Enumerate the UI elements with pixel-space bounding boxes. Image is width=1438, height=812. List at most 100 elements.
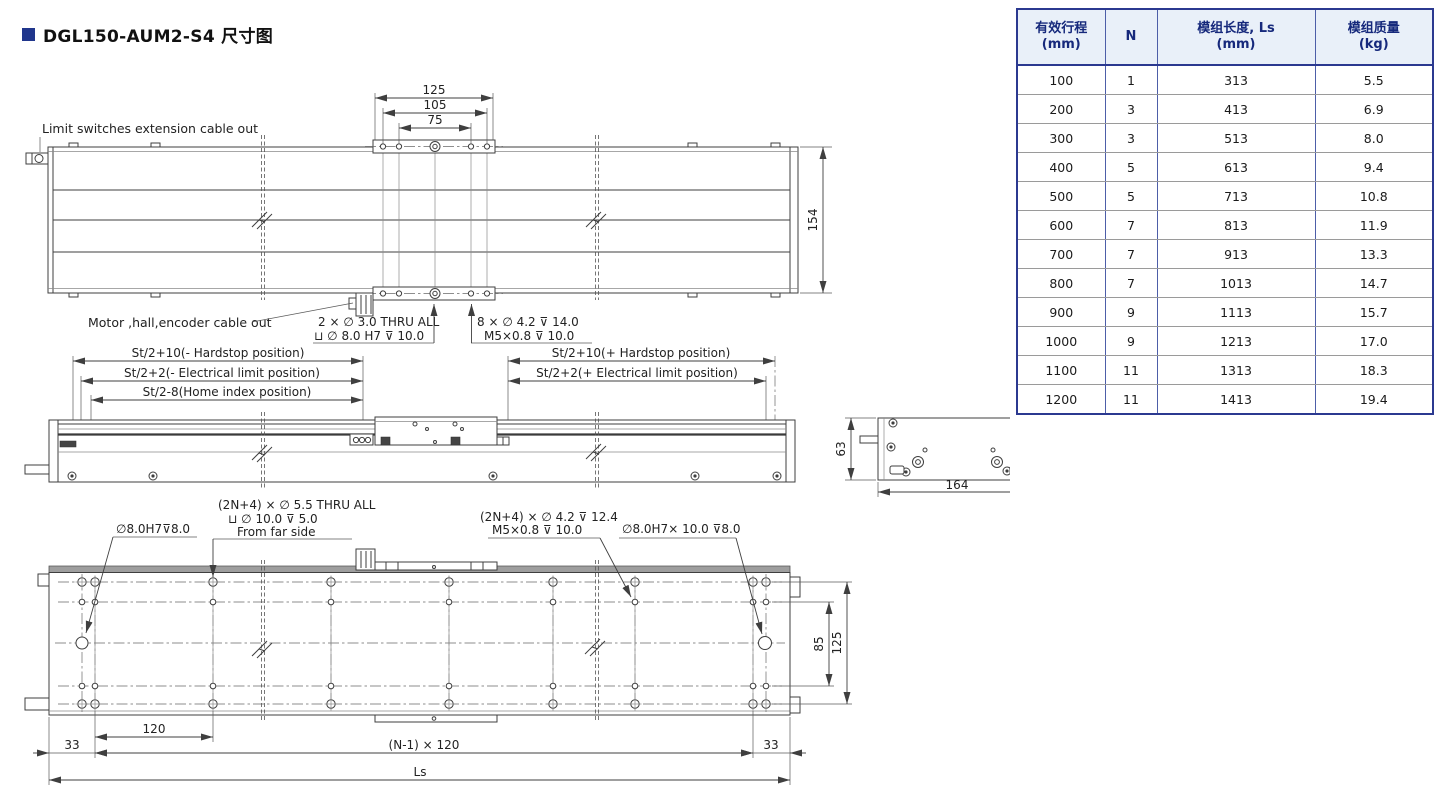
spec-table-cell: 813 — [1156, 210, 1315, 240]
carriage-plate-bottom — [365, 287, 503, 300]
end-view-pin — [860, 436, 878, 443]
spec-table-cell: 1100 — [1017, 355, 1105, 385]
dowel-hole-right — [759, 637, 772, 650]
spec-table-cell: 9 — [1104, 326, 1157, 356]
spec-table-cell: 900 — [1017, 297, 1105, 327]
motor-cable-connector — [349, 293, 373, 316]
dim-75: 75 — [427, 113, 442, 127]
spec-table-cell: 7 — [1104, 210, 1157, 240]
spec-table-cell: 913 — [1156, 239, 1315, 269]
dim-n1x120: (N-1) × 120 — [389, 738, 460, 752]
dim-164: 164 — [946, 478, 969, 492]
spec-table-cell: 800 — [1017, 268, 1105, 298]
spec-table-cell: 11.9 — [1314, 210, 1433, 240]
spec-table-cell: 313 — [1156, 65, 1315, 95]
spec-table-cell: 1013 — [1156, 268, 1315, 298]
spec-table-cell: 5 — [1104, 152, 1157, 182]
spec-table-cell: 1113 — [1156, 297, 1315, 327]
note-counterbore-line2: ⊔ ∅ 8.0 H7 ⊽ 10.0 — [314, 329, 424, 343]
dim-125: 125 — [423, 83, 446, 97]
side-carriage — [350, 417, 509, 445]
spec-table-cell: 3 — [1104, 123, 1157, 153]
dim-neg-hardstop: St/2+10(- Hardstop position) — [132, 346, 305, 360]
dim-33-left: 33 — [64, 738, 79, 752]
spec-table-cell: 1 — [1104, 65, 1157, 95]
spec-table-cell: 5.5 — [1314, 65, 1433, 95]
spec-table-cell: 1000 — [1017, 326, 1105, 356]
limit-cable-connector — [26, 153, 48, 164]
page-title: DGL150-AUM2-S4 尺寸图 — [22, 22, 273, 47]
carriage-plate-top — [365, 140, 503, 153]
label-motor-cable: Motor ,hall,encoder cable out — [88, 315, 272, 330]
spec-table-cell: 413 — [1156, 94, 1315, 124]
spec-table-cell: 7 — [1104, 268, 1157, 298]
spec-table-cell: 3 — [1104, 94, 1157, 124]
spec-table-cell: 713 — [1156, 181, 1315, 211]
note-thru-line1: (2N+4) × ∅ 5.5 THRU ALL — [218, 498, 376, 512]
dim-63: 63 — [834, 441, 848, 456]
dim-home-index: St/2-8(Home index position) — [143, 385, 312, 399]
page-title-text: DGL150-AUM2-S4 尺寸图 — [43, 27, 274, 47]
drawing-canvas: 125 105 75 154 Limit switches extension … — [0, 83, 1010, 812]
dim-pos-electrical-limit: St/2+2(+ Electrical limit position) — [536, 366, 738, 380]
spec-table-cell: 1313 — [1156, 355, 1315, 385]
spec-table-cell: 1413 — [1156, 384, 1315, 414]
spec-table-cell: 613 — [1156, 152, 1315, 182]
spec-table-cell: 6.9 — [1314, 94, 1433, 124]
end-view: 63 164 — [834, 418, 1010, 497]
spec-table-cell: 7 — [1104, 239, 1157, 269]
spec-table-cell: 300 — [1017, 123, 1105, 153]
spec-table-cell: 1200 — [1017, 384, 1105, 414]
note-tap-line1: (2N+4) × ∅ 4.2 ⊽ 12.4 — [480, 510, 618, 524]
spec-table-cell: 18.3 — [1314, 355, 1433, 385]
dim-125-bottom: 125 — [830, 632, 844, 655]
spec-table-cell: 513 — [1156, 123, 1315, 153]
spec-table-cell: 9 — [1104, 297, 1157, 327]
break-mark — [251, 135, 607, 300]
spec-table-cell: 200 — [1017, 94, 1105, 124]
spec-table-header-cell: 模组长度, Ls (mm) — [1156, 9, 1315, 66]
spec-table-cell: 400 — [1017, 152, 1105, 182]
spec-table-header-row: 有效行程 (mm) N 模组长度, Ls (mm) 模组质量 (kg) — [1017, 9, 1433, 66]
dim-85: 85 — [812, 636, 826, 651]
dowel-hole-left — [76, 637, 88, 649]
dim-pos-hardstop: St/2+10(+ Hardstop position) — [552, 346, 731, 360]
spec-table-cell: 5 — [1104, 181, 1157, 211]
spec-table-cell: 8.0 — [1314, 123, 1433, 153]
spec-table-cell: 15.7 — [1314, 297, 1433, 327]
note-tap8-line2: M5×0.8 ⊽ 10.0 — [484, 329, 574, 343]
note-thru-line3: From far side — [237, 525, 315, 539]
spec-table-header-cell: 有效行程 (mm) — [1017, 9, 1105, 66]
dim-ls: Ls — [414, 765, 427, 779]
side-view: St/2+10(- Hardstop position) St/2+2(- El… — [25, 346, 795, 488]
spec-table-cell: 600 — [1017, 210, 1105, 240]
spec-table-cell: 10.8 — [1314, 181, 1433, 211]
dim-33-right: 33 — [763, 738, 778, 752]
note-counterbore-line1: 2 × ∅ 3.0 THRU ALL — [318, 315, 440, 329]
note-dowel-left: ∅8.0H7⊽8.0 — [116, 522, 190, 536]
note-tap-line2: M5×0.8 ⊽ 10.0 — [492, 523, 582, 537]
spec-table-header-cell: N — [1104, 9, 1157, 66]
note-tap8-line1: 8 × ∅ 4.2 ⊽ 14.0 — [477, 315, 579, 329]
spec-table-cell: 700 — [1017, 239, 1105, 269]
spec-table-header-cell: 模组质量 (kg) — [1314, 9, 1433, 66]
top-view: 125 105 75 154 Limit switches extension … — [26, 83, 832, 343]
spec-table-cell: 19.4 — [1314, 384, 1433, 414]
side-cable-tab — [25, 465, 49, 474]
dim-105: 105 — [424, 98, 447, 112]
spec-table-cell: 11 — [1104, 355, 1157, 385]
label-limit-switch-cable: Limit switches extension cable out — [42, 121, 258, 136]
